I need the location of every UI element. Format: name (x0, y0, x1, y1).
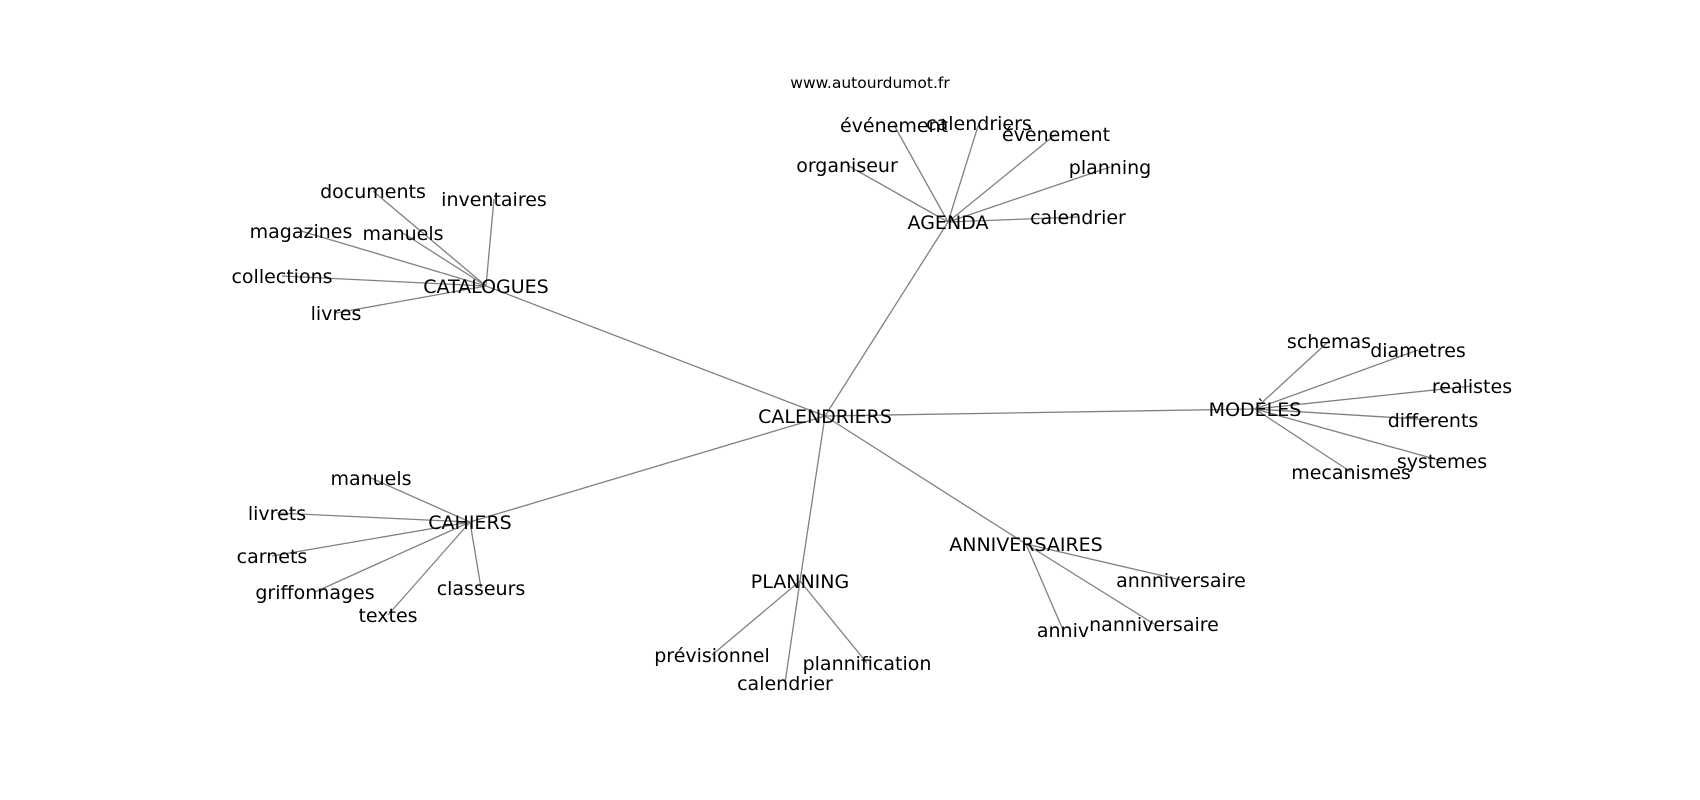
node-leaf-nanniversaire: nanniversaire (1089, 614, 1219, 636)
node-leaf-anniv: anniv (1037, 620, 1089, 642)
edge-catalogues-documents (372, 190, 487, 287)
node-leaf-calendrier: calendrier (737, 673, 833, 695)
edge-cahiers-griffonnages (314, 521, 471, 593)
edge-cahiers-manuels (370, 477, 471, 523)
edge-agenda-calendrier (947, 216, 1079, 223)
edge-catalogues-inventaires (485, 198, 495, 287)
edge-root-planning (799, 415, 826, 582)
edge-agenda-organiseur (846, 164, 949, 223)
edge-planning-calendrier (784, 580, 801, 684)
node-leaf-diametres: diametres (1370, 340, 1466, 362)
edge-anniversaires-anniv (1025, 543, 1064, 631)
node-leaf-evenement: évènement (1002, 124, 1110, 146)
node-leaf-carnets: carnets (237, 546, 308, 568)
edge-agenda-calendriers (947, 122, 980, 223)
edge-catalogues-livres (335, 285, 487, 314)
edges (271, 122, 1473, 684)
edge-planning-plannification (799, 580, 868, 664)
node-leaf-magazines: magazines (250, 221, 353, 243)
node-leaf-evenement: événement (840, 115, 948, 137)
node-leaf-inventaires: inventaires (441, 189, 547, 211)
edge-catalogues-magazines (300, 230, 487, 287)
edge-agenda-evenement (947, 133, 1057, 223)
edge-root-catalogues (485, 285, 826, 417)
node-leaf-planning: planning (1069, 157, 1151, 179)
node-leaf-annniversaire: annniversaire (1116, 570, 1246, 592)
edge-modeles-schemas (1254, 340, 1330, 410)
labels: CALENDRIERS CATALOGUES documents inventaire… (231, 113, 1512, 695)
node-leaf-mecanismes: mecanismes (1291, 462, 1411, 484)
node-leaf-calendriers: calendriers (926, 113, 1032, 135)
node-leaf-collections: collections (231, 266, 332, 288)
node-leaf-textes: textes (358, 605, 417, 627)
node-leaf-griffonnages: griffonnages (255, 582, 374, 604)
edge-anniversaires-annniversaire (1025, 543, 1182, 581)
edge-agenda-planning (947, 166, 1111, 223)
node-hub-planning: PLANNING (751, 571, 849, 593)
node-root: CALENDRIERS (758, 406, 892, 428)
edge-catalogues-manuels (402, 232, 487, 287)
node-leaf-classeurs: classeurs (437, 578, 526, 600)
node-leaf-calendrier: calendrier (1030, 207, 1126, 229)
node-leaf-systemes: systemes (1397, 451, 1487, 473)
edge-root-anniversaires (824, 415, 1027, 545)
edge-catalogues-collections (281, 275, 487, 287)
edge-cahiers-textes (387, 521, 471, 616)
node-hub-catalogues: CATALOGUES (423, 276, 548, 298)
edge-cahiers-classeurs (469, 521, 482, 589)
edge-anniversaires-nanniversaire (1025, 543, 1155, 625)
edge-modeles-systemes (1254, 408, 1443, 462)
edge-root-modeles (824, 408, 1256, 417)
node-leaf-plannification: plannification (803, 653, 932, 675)
node-leaf-previsionnel: prévisionnel (654, 645, 770, 667)
node-leaf-realistes: realistes (1432, 376, 1512, 398)
edge-cahiers-carnets (271, 521, 471, 557)
node-leaf-differents: differents (1388, 410, 1479, 432)
node-leaf-organiseur: organiseur (796, 155, 898, 177)
edge-modeles-differents (1254, 408, 1434, 421)
node-leaf-schemas: schemas (1287, 331, 1371, 353)
edge-modeles-diametres (1254, 349, 1419, 410)
edge-modeles-mecanismes (1254, 408, 1352, 473)
node-leaf-manuels: manuels (362, 223, 443, 245)
node-hub-modeles: MODÈLES (1209, 398, 1302, 421)
edge-modeles-realistes (1254, 385, 1473, 410)
edge-cahiers-livrets (276, 512, 471, 523)
node-leaf-livrets: livrets (248, 503, 306, 525)
source-label: www.autourdumot.fr (790, 74, 950, 92)
edge-planning-previsionnel (711, 580, 801, 656)
edge-root-agenda (824, 221, 949, 417)
edge-root-cahiers (469, 415, 826, 523)
node-hub-anniversaires: ANNIVERSAIRES (949, 534, 1103, 556)
node-leaf-documents: documents (320, 181, 426, 203)
node-hub-cahiers: CAHIERS (428, 512, 511, 534)
node-leaf-manuels: manuels (330, 468, 411, 490)
edge-agenda-evenement (893, 124, 949, 223)
node-hub-agenda: AGENDA (908, 212, 989, 234)
node-leaf-livres: livres (311, 303, 362, 325)
